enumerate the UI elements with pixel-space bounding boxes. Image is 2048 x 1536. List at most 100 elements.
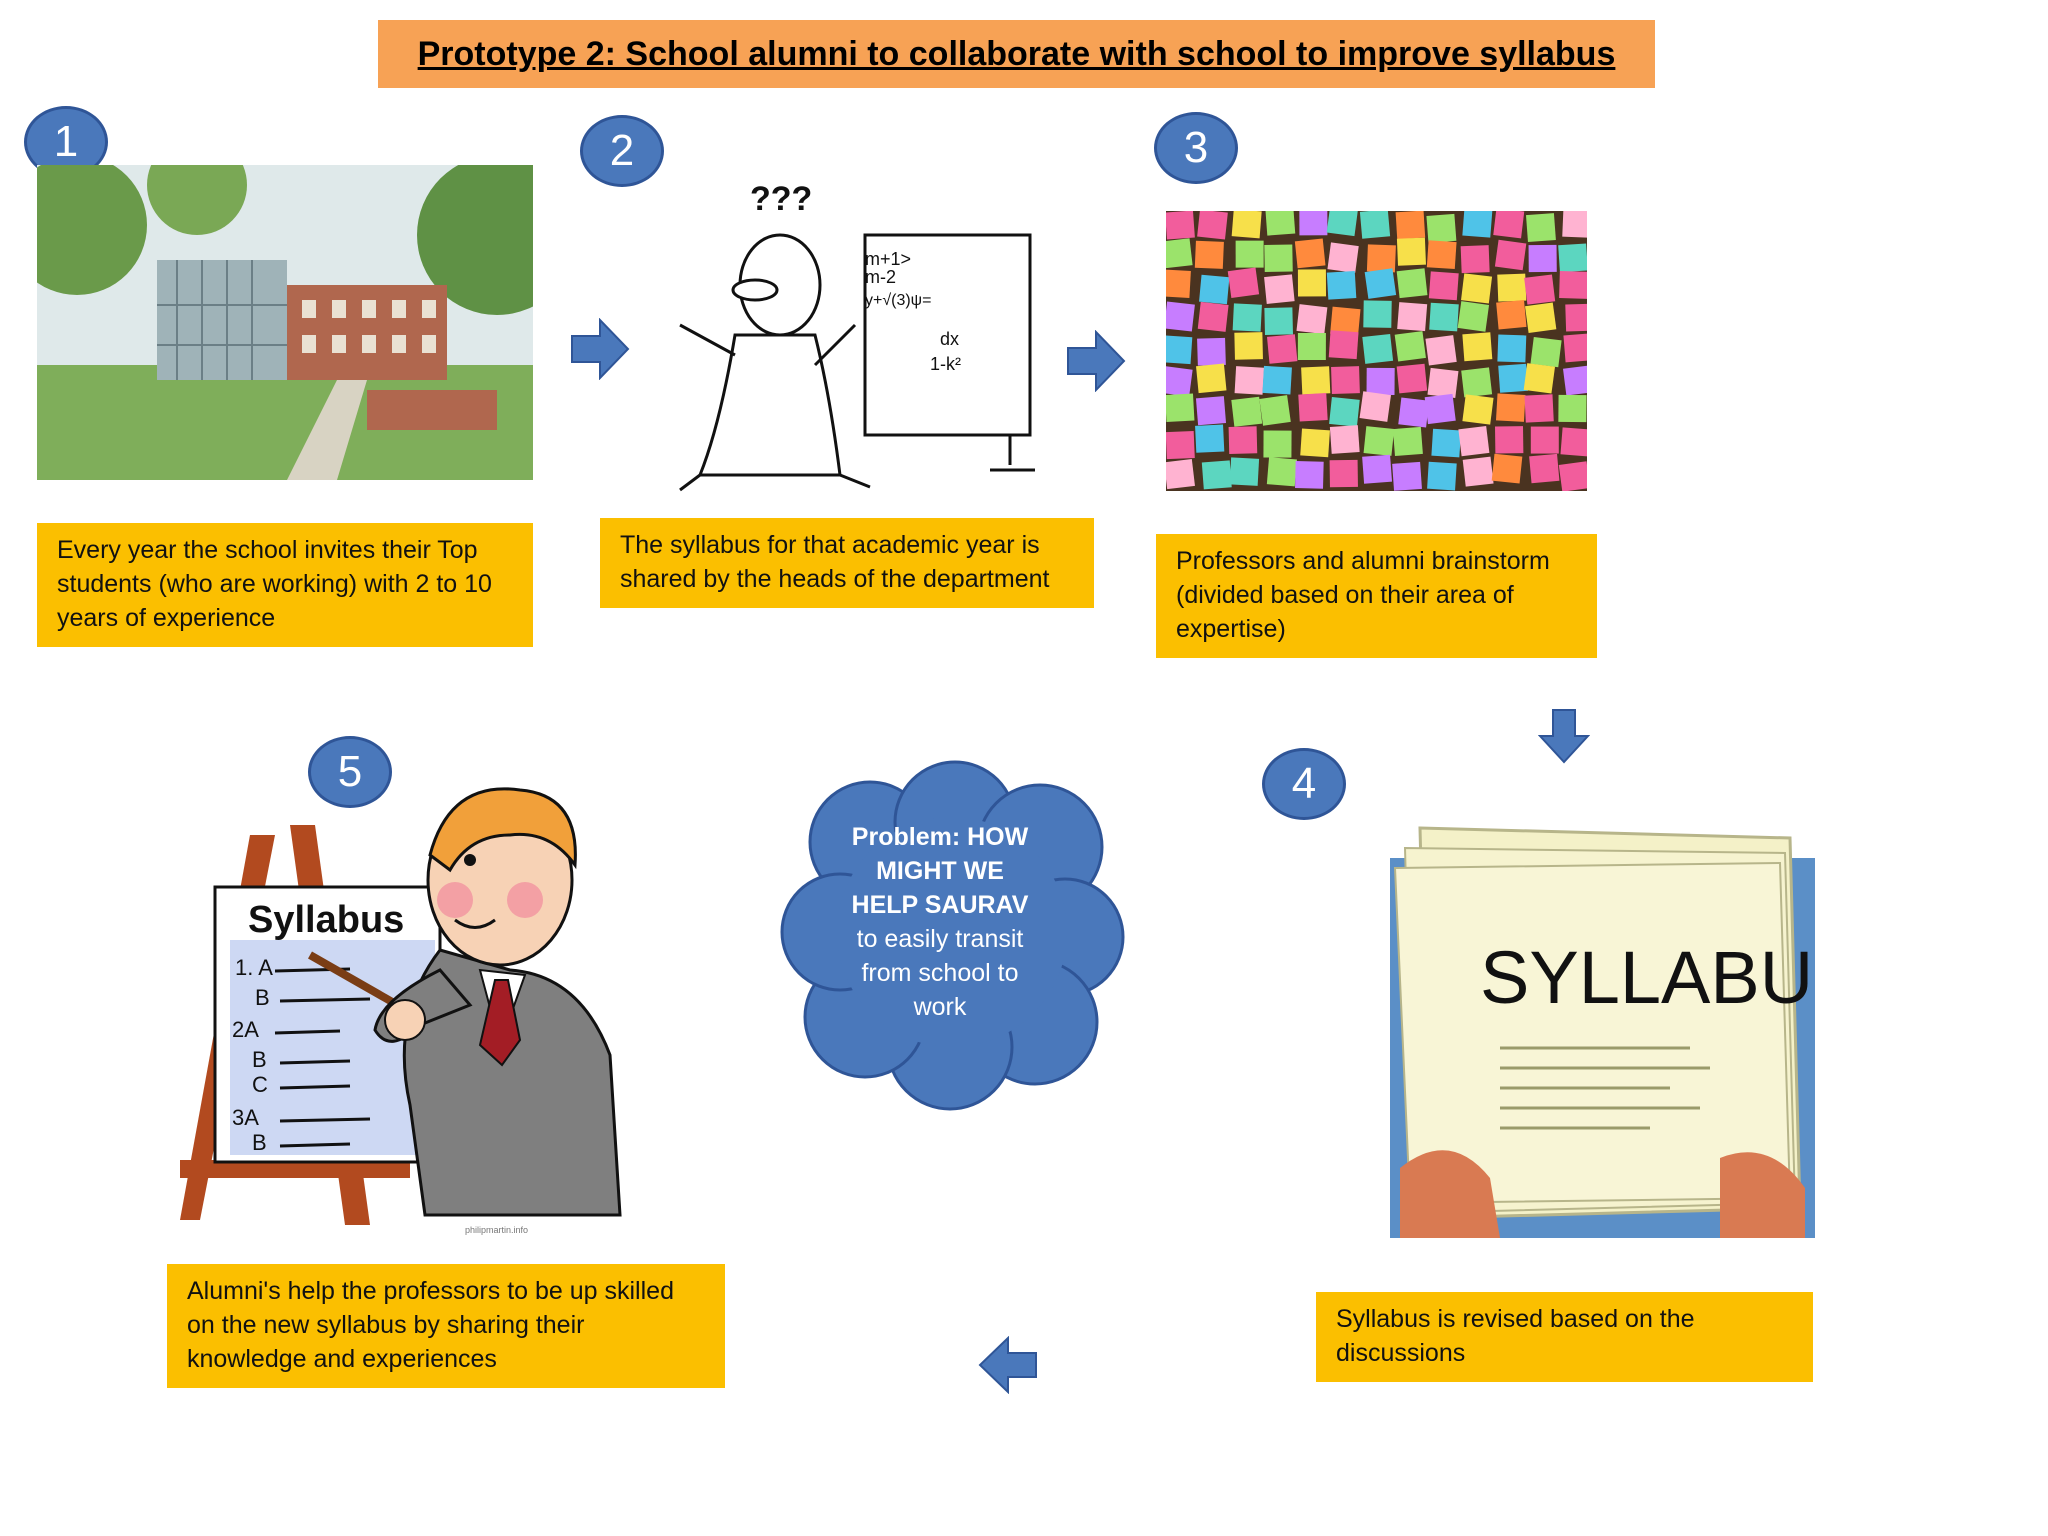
sticky-note — [1232, 303, 1262, 332]
step-5-badge: 5 — [308, 736, 392, 808]
sticky-note — [1195, 424, 1225, 453]
arrow-right-icon — [571, 318, 630, 380]
problem-line-2: MIGHT WE — [876, 857, 1004, 885]
sticky-note — [1559, 271, 1587, 299]
step-2-number: 2 — [609, 126, 635, 175]
sticky-note — [1494, 239, 1527, 271]
sticky-note — [1427, 367, 1459, 398]
cloud-icon — [780, 760, 1125, 1111]
sticky-note — [1298, 393, 1328, 422]
sticky-note — [1197, 337, 1226, 366]
step-2-badge: 2 — [580, 115, 664, 187]
sticky-note — [1497, 273, 1527, 302]
sticky-notes-board-image — [1166, 211, 1587, 491]
sticky-note — [1362, 333, 1394, 364]
sticky-note — [1395, 211, 1426, 240]
poster-item: B — [255, 985, 270, 1010]
sticky-note — [1234, 332, 1263, 360]
sticky-note — [1427, 461, 1457, 491]
sticky-note — [1329, 459, 1358, 488]
poster-item: 3A — [232, 1105, 259, 1130]
sticky-note — [1524, 394, 1554, 423]
sticky-note — [1166, 366, 1193, 397]
sticky-note — [1266, 457, 1297, 487]
board-formula-5: 1-k² — [930, 354, 961, 374]
sticky-note — [1530, 336, 1562, 368]
professor-chalkboard-image: m+1> m-2 y+√(3)ψ= dx 1-k² ??? — [640, 175, 1040, 495]
sticky-note — [1362, 454, 1393, 484]
sticky-note — [1523, 363, 1556, 394]
sticky-note — [1259, 395, 1291, 426]
sticky-note — [1563, 333, 1587, 363]
problem-line-4: to easily transit — [856, 925, 1024, 953]
sticky-note — [1462, 394, 1494, 425]
question-marks: ??? — [750, 180, 812, 218]
poster-item: C — [252, 1072, 268, 1097]
sticky-note — [1234, 366, 1265, 395]
sticky-note — [1462, 456, 1494, 487]
sticky-note — [1495, 426, 1524, 454]
sticky-note — [1295, 461, 1324, 489]
sticky-note — [1166, 459, 1195, 490]
step-3-number: 3 — [1183, 123, 1209, 172]
sticky-note — [1562, 365, 1587, 396]
sticky-note — [1457, 301, 1490, 332]
step-2-caption: The syllabus for that academic year is s… — [600, 518, 1094, 608]
sticky-note — [1166, 430, 1195, 460]
sticky-note — [1363, 300, 1392, 328]
sticky-note — [1194, 240, 1224, 269]
sticky-note — [1426, 213, 1457, 243]
sticky-note — [1196, 363, 1227, 394]
problem-statement: Problem: HOW MIGHT WE HELP SAURAV to eas… — [840, 820, 1040, 1024]
board-formula-4: dx — [940, 329, 959, 349]
sticky-note — [1266, 334, 1298, 364]
sticky-note — [1429, 302, 1459, 332]
sticky-note — [1330, 306, 1361, 337]
step-4-badge: 4 — [1262, 748, 1346, 820]
arrow-right-icon — [1067, 330, 1126, 392]
sticky-note — [1426, 240, 1457, 270]
sticky-note — [1398, 397, 1430, 428]
sticky-note — [1462, 211, 1493, 238]
sticky-note — [1297, 332, 1326, 361]
step-5-number: 5 — [337, 747, 363, 796]
sticky-note — [1231, 396, 1263, 427]
sticky-note — [1296, 304, 1328, 335]
diagram-title: Prototype 2: School alumni to collaborat… — [417, 34, 1616, 73]
sticky-note — [1562, 211, 1587, 238]
sticky-note — [1359, 211, 1391, 239]
board-formula-1: m+1> — [865, 249, 911, 269]
sticky-note — [1530, 426, 1559, 454]
sticky-note — [1297, 269, 1327, 297]
sticky-note — [1327, 242, 1359, 273]
poster-item: 2A — [232, 1017, 259, 1042]
sticky-note — [1462, 332, 1493, 362]
sticky-note — [1493, 211, 1525, 239]
sticky-note — [1461, 367, 1493, 398]
sticky-note — [1460, 245, 1490, 274]
poster-item: 1. A — [235, 955, 273, 980]
sticky-note — [1229, 457, 1260, 486]
sticky-note — [1524, 302, 1557, 333]
sticky-note — [1363, 426, 1395, 456]
title-bar: Prototype 2: School alumni to collaborat… — [378, 20, 1655, 88]
sticky-note — [1262, 365, 1292, 395]
sticky-note — [1496, 299, 1527, 330]
step-1-number: 1 — [53, 117, 79, 166]
board-formula-3: y+√(3)ψ= — [865, 292, 931, 309]
sticky-note — [1195, 396, 1227, 426]
poster-item: B — [252, 1047, 267, 1072]
school-building-image — [37, 165, 533, 480]
sticky-note — [1529, 453, 1560, 484]
board-formula-2: m-2 — [865, 267, 896, 287]
step-4-caption: Syllabus is revised based on the discuss… — [1316, 1292, 1813, 1382]
sticky-note — [1558, 243, 1587, 273]
sticky-note — [1326, 211, 1358, 237]
sticky-note — [1264, 307, 1293, 336]
sticky-note — [1201, 460, 1232, 490]
sticky-note — [1396, 363, 1428, 394]
sticky-note — [1264, 274, 1295, 304]
image-credit: philipmartin.info — [465, 1225, 528, 1235]
sticky-note — [1166, 335, 1193, 365]
